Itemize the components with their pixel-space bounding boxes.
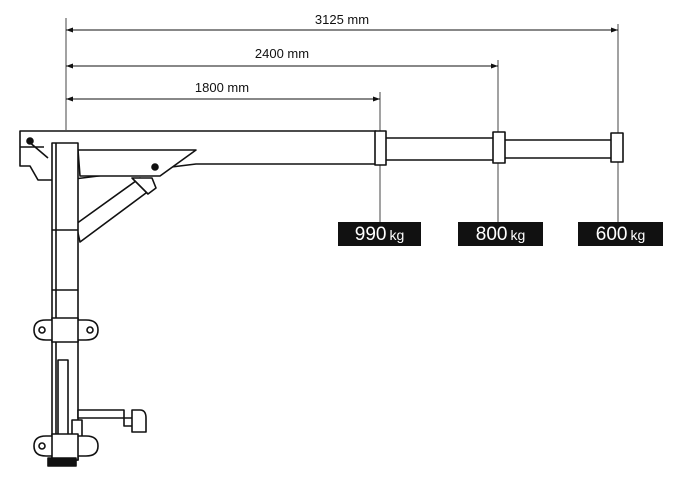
capacity-number: 800: [475, 224, 508, 245]
diagonal-brace: [75, 177, 151, 243]
boom-gusset: [77, 149, 197, 177]
collar-990: [374, 130, 387, 166]
capacity-unit: kg: [389, 227, 405, 243]
capacity-number: 600: [595, 224, 628, 245]
foot-hook: [77, 409, 147, 433]
capacity-unit: kg: [510, 227, 526, 243]
crane-structure: [19, 130, 624, 467]
dimension-label-3125: 3125 mm: [315, 12, 369, 27]
dimension-label-2400: 2400 mm: [255, 46, 309, 61]
collar-600: [610, 132, 624, 163]
telescopic-section-1: [383, 137, 497, 161]
capacity-unit: kg: [630, 227, 646, 243]
capacity-number: 990: [354, 224, 387, 245]
collar-800: [492, 131, 506, 164]
base-foot: [47, 457, 77, 467]
dimension-label-1800: 1800 mm: [195, 80, 249, 95]
telescopic-section-2: [503, 139, 613, 159]
